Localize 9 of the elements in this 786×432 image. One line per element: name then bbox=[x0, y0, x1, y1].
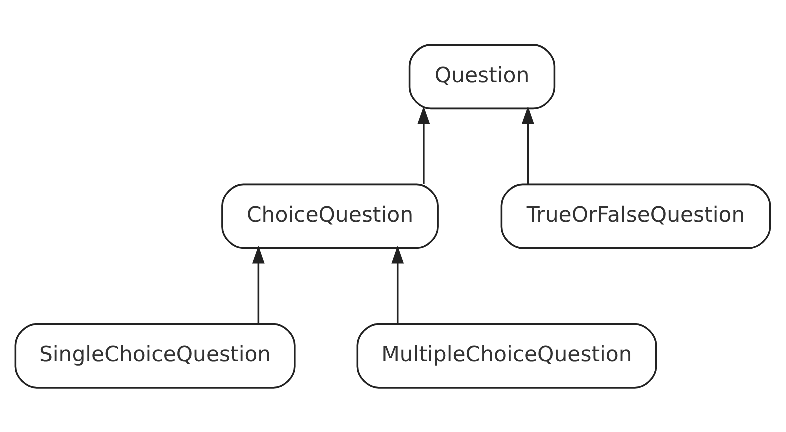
node-box: TrueOrFalseQuestion bbox=[500, 183, 772, 249]
arrow bbox=[252, 246, 265, 324]
node-box: SingleChoiceQuestion bbox=[14, 322, 296, 388]
arrow bbox=[522, 106, 534, 184]
arrow bbox=[392, 246, 404, 324]
arrow bbox=[418, 106, 430, 184]
node-box: Question bbox=[408, 44, 556, 110]
node-box: MultipleChoiceQuestion bbox=[356, 322, 658, 388]
node-box: ChoiceQuestion bbox=[222, 183, 439, 249]
